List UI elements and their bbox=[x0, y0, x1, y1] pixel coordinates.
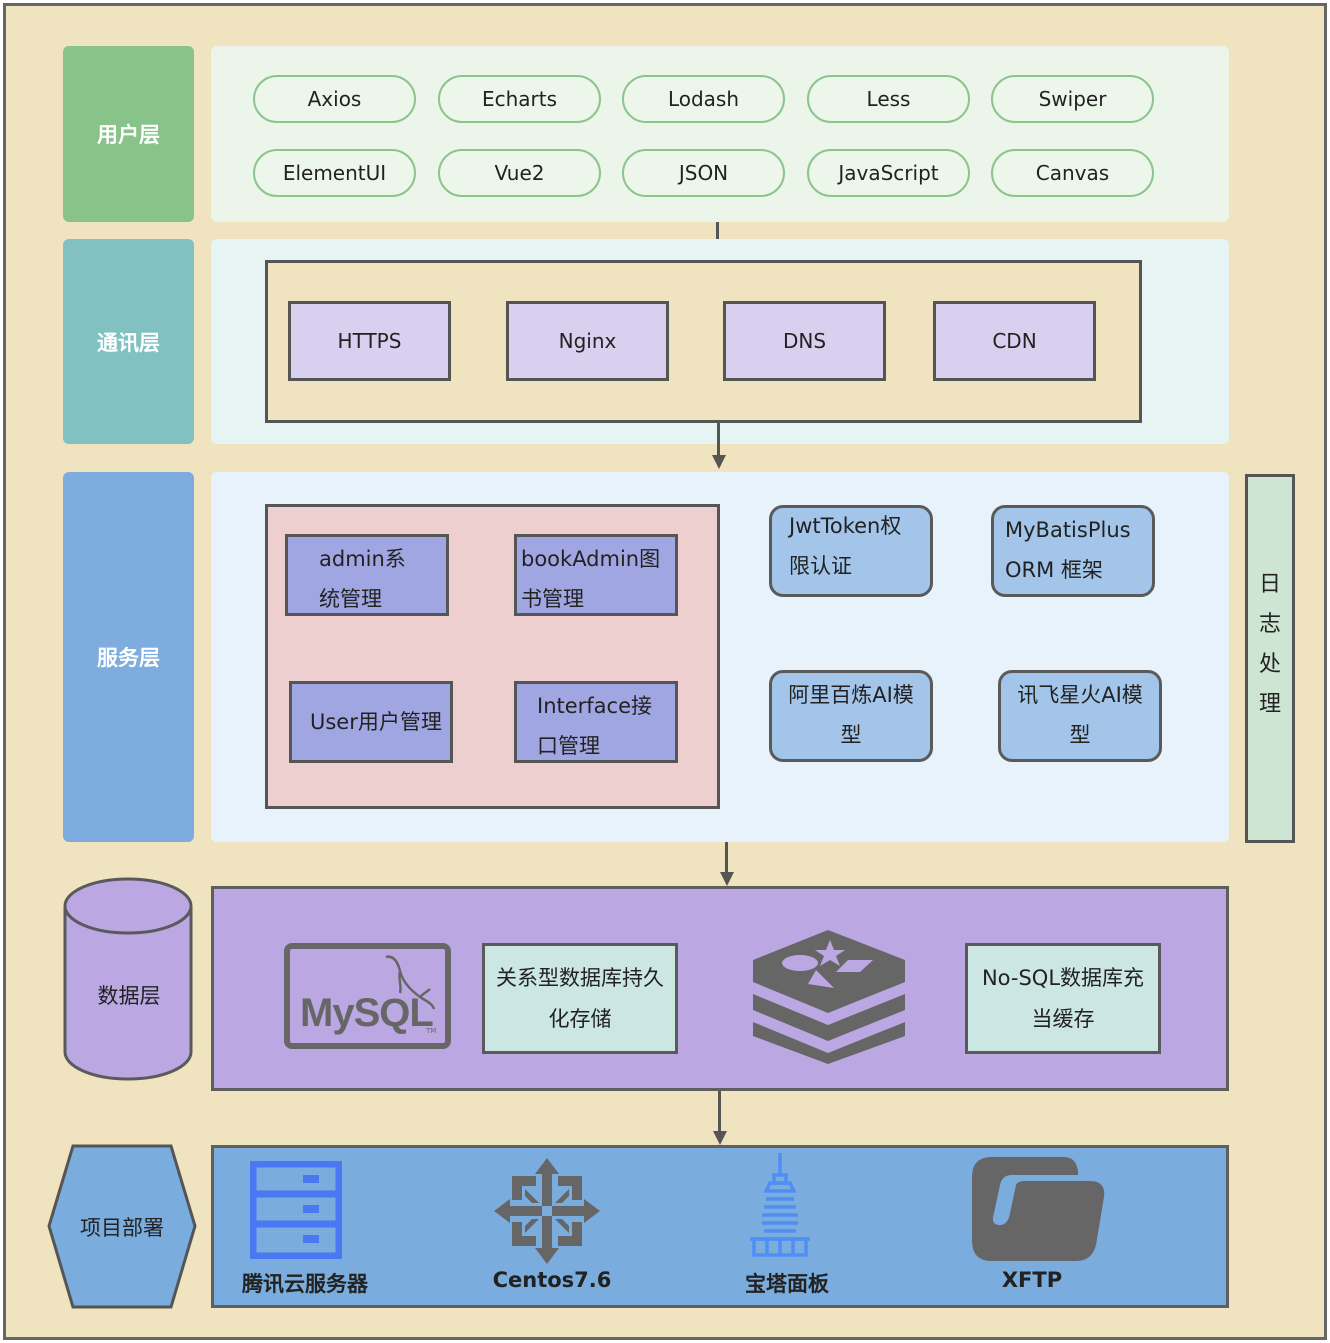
pagoda-icon bbox=[750, 1153, 810, 1257]
tech-pill-lodash: Lodash bbox=[622, 75, 785, 123]
layer-label-text: 通讯层 bbox=[97, 330, 160, 355]
redis-icon bbox=[753, 930, 905, 1064]
module-user: User用户管理 bbox=[289, 681, 453, 763]
arrow-head-icon bbox=[720, 872, 734, 886]
layer-label-comm: 通讯层 bbox=[63, 239, 194, 444]
component-jwttoken: JwtToken权限认证 bbox=[769, 505, 933, 597]
comm-box-cdn: CDN bbox=[933, 301, 1096, 381]
layer-label-data: 数据层 bbox=[97, 984, 161, 1008]
module-admin: admin系统管理 bbox=[285, 534, 449, 616]
comm-box-dns: DNS bbox=[723, 301, 886, 381]
deploy-label-xftp: XFTP bbox=[1001, 1268, 1063, 1292]
layer-label-deploy: 项目部署 bbox=[80, 1216, 164, 1240]
mysql-logo-text: MySQL bbox=[300, 991, 434, 1035]
mysql-logo: MySQL TM bbox=[284, 943, 451, 1049]
tech-pill-swiper: Swiper bbox=[991, 75, 1154, 123]
tech-pill-javascript: JavaScript bbox=[807, 149, 970, 197]
trademark-text: TM bbox=[426, 1027, 437, 1035]
tech-pill-canvas: Canvas bbox=[991, 149, 1154, 197]
module-bookadmin: bookAdmin图书管理 bbox=[514, 534, 678, 616]
server-icon bbox=[250, 1161, 342, 1259]
tech-pill-axios: Axios bbox=[253, 75, 416, 123]
redis-description: No-SQL数据库充当缓存 bbox=[965, 943, 1161, 1054]
comm-box-https: HTTPS bbox=[288, 301, 451, 381]
arrow-data-to-deploy bbox=[718, 1091, 721, 1133]
deploy-hexagon bbox=[47, 1144, 197, 1309]
tech-pill-elementui: ElementUI bbox=[253, 149, 416, 197]
deploy-label-baota: 宝塔面板 bbox=[745, 1272, 829, 1296]
arrow-comm-to-service bbox=[717, 423, 720, 457]
deploy-label-centos: Centos7.6 bbox=[492, 1268, 612, 1292]
tech-pill-json: JSON bbox=[622, 149, 785, 197]
tech-pill-vue2: Vue2 bbox=[438, 149, 601, 197]
layer-label-service: 服务层 bbox=[63, 472, 194, 842]
layer-label-text: 服务层 bbox=[97, 646, 160, 670]
comm-box-nginx: Nginx bbox=[506, 301, 669, 381]
component-xunfei-ai: 讯飞星火AI模型 bbox=[998, 670, 1162, 762]
deploy-label-tencent: 腾讯云服务器 bbox=[242, 1272, 368, 1296]
layer-label-user: 用户层 bbox=[63, 46, 194, 222]
centos-icon bbox=[494, 1158, 600, 1264]
mysql-description: 关系型数据库持久化存储 bbox=[482, 943, 678, 1054]
component-aliyun-ai: 阿里百炼AI模型 bbox=[769, 670, 933, 762]
folder-icon bbox=[972, 1157, 1105, 1261]
dolphin-icon bbox=[385, 955, 436, 1010]
database-cylinder-icon bbox=[63, 877, 193, 1081]
tech-pill-echarts: Echarts bbox=[438, 75, 601, 123]
arrow-head-icon bbox=[712, 455, 726, 469]
arrow-service-to-data bbox=[725, 842, 728, 874]
module-interface: Interface接口管理 bbox=[514, 681, 678, 763]
arrow-user-to-comm bbox=[716, 222, 719, 250]
arrow-head-icon bbox=[713, 1131, 727, 1145]
log-handling-box: 日 志 处 理 bbox=[1245, 474, 1295, 843]
tech-pill-less: Less bbox=[807, 75, 970, 123]
layer-label-text: 用户层 bbox=[97, 123, 160, 147]
